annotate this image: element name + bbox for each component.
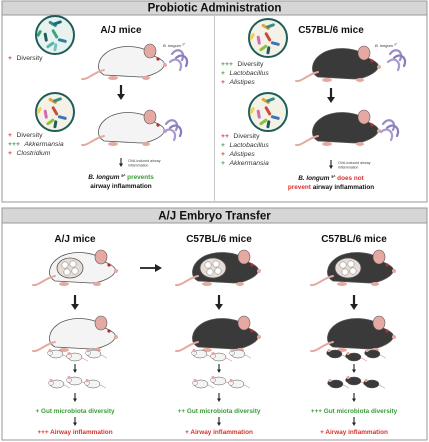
c57-after-item-4: + Akkermansia xyxy=(221,152,269,169)
embryo-col3-title: C57BL/6 mice xyxy=(321,234,387,245)
probiotic-title: Probiotic Administration xyxy=(148,3,282,15)
c57-ova-label-a: OVA-induced airway xyxy=(338,161,371,165)
embryo-col2-result-b: + Airway inflammation xyxy=(185,429,253,436)
aj-conclusion-line2: airway inflammation xyxy=(90,183,152,190)
embryo-col2-dish-icon xyxy=(199,257,227,279)
embryo-title: A/J Embryo Transfer xyxy=(158,211,271,223)
aj-microbiota-before-icon xyxy=(35,15,75,55)
aj-microbiota-after-icon xyxy=(35,92,75,132)
aj-title: A/J mice xyxy=(100,25,142,36)
embryo-col3-result-b: + Airway inflammation xyxy=(320,429,388,436)
embryo-header xyxy=(1,207,428,224)
aj-after-item-2: +++ Akkermansia xyxy=(8,133,64,150)
c57-blongum-label: B. longum 5ᴬ xyxy=(375,43,398,49)
c57-microbiota-before-icon xyxy=(248,18,288,58)
c57-after-item-1: ++ Diversity xyxy=(221,125,260,142)
embryo-col1-title: A/J mice xyxy=(54,234,96,245)
aj-after-item-1: + Diversity xyxy=(8,124,43,141)
c57-before-item-2: + Lactobacillus xyxy=(221,62,269,79)
embryo-col1-result-b: +++ Airway inflammation xyxy=(37,429,112,436)
aj-blongum-label: B. longum 5ᴬ xyxy=(163,43,186,49)
embryo-col2-result-a: ++ Gut microbiota diversity xyxy=(178,408,261,415)
c57-after-item-3: + Alistipes xyxy=(221,143,255,160)
aj-conclusion-line1: B. longum 5ᴬ prevents xyxy=(88,172,154,181)
aj-before-list: + Diversity xyxy=(8,47,43,64)
aj-ova-label-b: inflammation xyxy=(128,164,148,168)
c57-title: C57BL/6 mice xyxy=(298,25,364,36)
c57-conclusion-line1: B. longum 5ᴬ does not xyxy=(298,173,364,182)
embryo-transfer-arrow-icon xyxy=(155,264,162,272)
c57-ova-label-b: inflammation xyxy=(338,166,358,170)
c57-microbiota-after-icon xyxy=(248,92,288,132)
embryo-col1-result-a: + Gut microbiota diversity xyxy=(35,408,114,415)
c57-conclusion-line2: prevent airway inflammation xyxy=(288,184,374,191)
c57-before-item-3: + Alistipes xyxy=(221,71,255,88)
aj-ova-label-a: OVA-induced airway xyxy=(128,159,161,163)
embryo-col3-result-a: +++ Gut microbiota diversity xyxy=(311,408,398,415)
embryo-col2-title: C57BL/6 mice xyxy=(186,234,252,245)
probiotic-header xyxy=(1,0,428,16)
aj-after-item-3: + Clostridium xyxy=(8,142,51,159)
embryo-col3-dish-icon xyxy=(334,257,362,279)
c57-before-item-1: +++ Diversity xyxy=(221,53,264,70)
embryo-col1-dish-icon xyxy=(56,257,84,279)
c57-after-item-2: + Lactobacillus xyxy=(221,134,269,151)
